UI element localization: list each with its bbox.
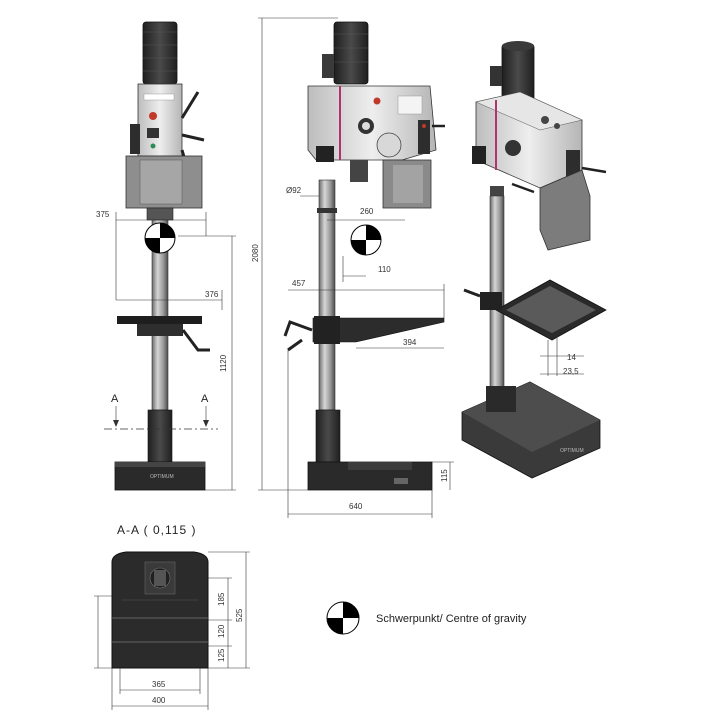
dim-375: 375: [96, 210, 110, 219]
dim-640: 640: [349, 502, 363, 511]
section-mark-right: A: [201, 393, 209, 405]
isometric-view: OPTIMUM 14 23,5: [461, 41, 607, 479]
dim-365: 365: [152, 680, 166, 689]
dim-125: 125: [217, 648, 226, 662]
dim-115: 115: [440, 469, 449, 482]
dim-120: 120: [217, 624, 226, 638]
dim-92: Ø92: [286, 186, 302, 195]
dim-14: 14: [567, 353, 576, 362]
side-view: 2080 Ø92 260 110 457 394 640 115: [251, 17, 454, 518]
dim-185: 185: [217, 592, 226, 606]
dim-394: 394: [403, 338, 417, 347]
legend: Schwerpunkt/ Centre of gravity: [326, 601, 527, 635]
front-logo: OPTIMUM: [150, 474, 174, 480]
dim-1120: 1120: [219, 354, 228, 372]
dim-2080: 2080: [251, 244, 260, 262]
section-mark-left: A: [111, 393, 119, 405]
dim-260: 260: [360, 207, 374, 216]
cog-legend-icon: [326, 601, 360, 635]
dim-457: 457: [292, 279, 306, 288]
dim-400: 400: [152, 696, 166, 705]
dim-376: 376: [205, 290, 219, 299]
front-view: OPTIMUM 375 376 1120 A A: [96, 21, 236, 491]
iso-logo: OPTIMUM: [560, 448, 584, 454]
section-title: A-A ( 0,115 ): [117, 523, 196, 537]
section-view: A-A ( 0,115 ) 185 120 125 525 365 400: [94, 523, 250, 710]
dim-23-5: 23,5: [563, 367, 579, 376]
dim-110: 110: [378, 265, 391, 274]
legend-text: Schwerpunkt/ Centre of gravity: [376, 613, 527, 625]
cog-symbol-side: [350, 224, 382, 256]
dim-525: 525: [235, 608, 244, 622]
cog-symbol-front: [144, 222, 176, 254]
